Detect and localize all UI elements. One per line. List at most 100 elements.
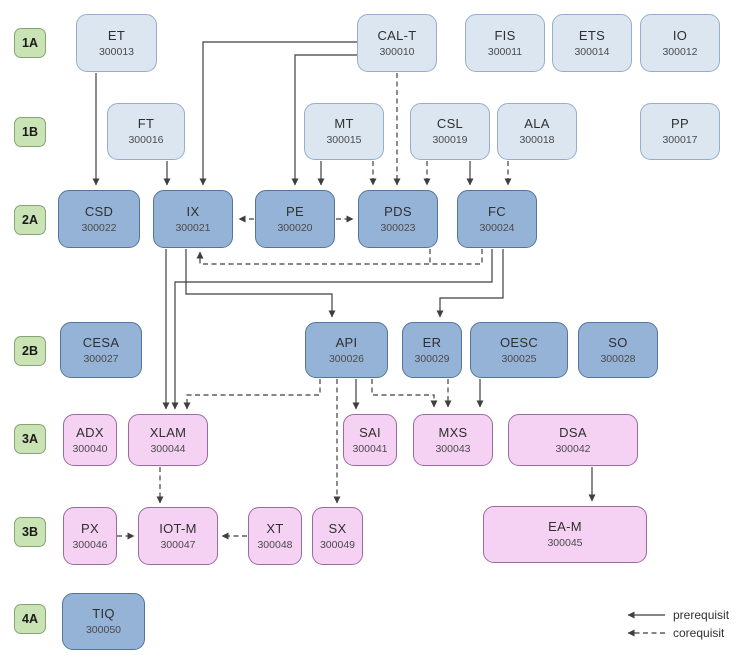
node-oesc-code: OESC	[499, 334, 539, 350]
node-cal-t-number: 300010	[379, 45, 415, 58]
node-ets-number: 300014	[574, 45, 610, 58]
node-io-number: 300012	[662, 45, 698, 58]
edge-calt-ix	[199, 41, 357, 186]
node-adx: ADX 300040	[63, 414, 117, 466]
edge-fc-er	[436, 249, 504, 318]
node-pds-number: 300023	[380, 221, 416, 234]
node-adx-code: ADX	[76, 424, 104, 440]
row-label-4a: 4A	[14, 604, 46, 634]
node-mt: MT 300015	[304, 103, 384, 160]
node-ft-number: 300016	[128, 134, 164, 146]
node-ft-code: FT	[137, 116, 155, 131]
node-pds: PDS 300023	[358, 190, 438, 248]
node-api: API 300026	[305, 322, 388, 378]
node-oesc-number: 300025	[501, 352, 537, 365]
node-fis-code: FIS	[494, 27, 516, 43]
node-csl: CSL 300019	[410, 103, 490, 160]
node-ix: IX 300021	[153, 190, 233, 248]
node-sai-code: SAI	[359, 424, 381, 440]
node-pp-code: PP	[671, 116, 689, 131]
node-mxs-code: MXS	[438, 424, 468, 440]
node-er: ER 300029	[402, 322, 462, 378]
node-so-number: 300028	[600, 352, 636, 365]
row-label-3b: 3B	[14, 517, 46, 547]
node-px-code: PX	[81, 520, 99, 536]
node-cesa-number: 300027	[83, 352, 119, 365]
node-mt-number: 300015	[326, 134, 362, 146]
node-io: IO 300012	[640, 14, 720, 72]
row-label-1a: 1A	[14, 28, 46, 58]
node-api-number: 300026	[328, 352, 365, 365]
node-ea-m-number: 300045	[547, 537, 583, 549]
node-pe-number: 300020	[277, 221, 313, 234]
edge-fc-xlam	[171, 249, 493, 410]
node-ets: ETS 300014	[552, 14, 632, 72]
node-ix-number: 300021	[175, 221, 211, 234]
node-tiq-code: TIQ	[92, 606, 115, 621]
node-xt: XT 300048	[248, 507, 302, 565]
edge-fc-ix	[196, 249, 483, 265]
node-so: SO 300028	[578, 322, 658, 378]
node-mxs: MXS 300043	[413, 414, 493, 466]
node-et-number: 300013	[98, 45, 135, 58]
node-px: PX 300046	[63, 507, 117, 565]
node-sx-number: 300049	[319, 538, 356, 551]
node-xt-code: XT	[266, 520, 284, 536]
node-tiq: TIQ 300050	[62, 593, 145, 650]
node-sai-number: 300041	[352, 442, 388, 455]
node-dsa-code: DSA	[559, 424, 587, 440]
node-oesc: OESC 300025	[470, 322, 568, 378]
node-pp-number: 300017	[662, 134, 698, 146]
node-iot-m-code: IOT-M	[159, 520, 197, 536]
node-ala: ALA 300018	[497, 103, 577, 160]
node-er-number: 300029	[414, 352, 450, 365]
node-fis-number: 300011	[487, 45, 523, 58]
node-iot-m-number: 300047	[160, 538, 196, 551]
node-csl-number: 300019	[432, 134, 468, 146]
legend-corequisite-label: corequisit	[673, 626, 725, 640]
node-csd-code: CSD	[84, 203, 114, 219]
node-et-code: ET	[107, 27, 126, 43]
row-label-2b: 2B	[14, 336, 46, 366]
node-csl-code: CSL	[436, 116, 464, 131]
row-label-2a: 2A	[14, 205, 46, 235]
node-er-code: ER	[422, 334, 442, 350]
node-tiq-number: 300050	[85, 624, 122, 636]
edge-api-xlam	[183, 379, 321, 410]
node-cal-t: CAL-T 300010	[357, 14, 437, 72]
node-ea-m-code: EA-M	[548, 519, 582, 534]
node-dsa-number: 300042	[555, 442, 591, 455]
row-label-3a: 3A	[14, 424, 46, 454]
node-ala-number: 300018	[519, 134, 555, 146]
node-csd-number: 300022	[81, 221, 117, 234]
node-px-number: 300046	[72, 538, 108, 551]
node-xlam-number: 300044	[150, 442, 186, 455]
edge-calt-pe	[291, 54, 357, 186]
node-xlam: XLAM 300044	[128, 414, 208, 466]
node-api-code: API	[335, 334, 358, 350]
node-cal-t-code: CAL-T	[377, 27, 417, 43]
node-sai: SAI 300041	[343, 414, 397, 466]
node-cesa: CESA 300027	[60, 322, 142, 378]
node-xlam-code: XLAM	[149, 424, 187, 440]
edge-ix-api	[185, 249, 336, 318]
node-fc-code: FC	[488, 203, 506, 219]
node-dsa: DSA 300042	[508, 414, 638, 466]
node-xt-number: 300048	[257, 538, 293, 551]
node-iot-m: IOT-M 300047	[138, 507, 218, 565]
edge-api-mxs	[371, 379, 438, 408]
node-sx: SX 300049	[312, 507, 363, 565]
node-mxs-number: 300043	[435, 442, 471, 455]
node-ix-code: IX	[186, 203, 200, 219]
node-adx-number: 300040	[72, 442, 108, 455]
node-mt-code: MT	[334, 116, 354, 131]
node-sx-code: SX	[328, 520, 347, 536]
node-ala-code: ALA	[524, 116, 550, 131]
node-et: ET 300013	[76, 14, 157, 72]
node-cesa-code: CESA	[82, 334, 120, 350]
node-fis: FIS 300011	[465, 14, 545, 72]
node-pe: PE 300020	[255, 190, 335, 248]
node-pds-code: PDS	[384, 203, 412, 219]
